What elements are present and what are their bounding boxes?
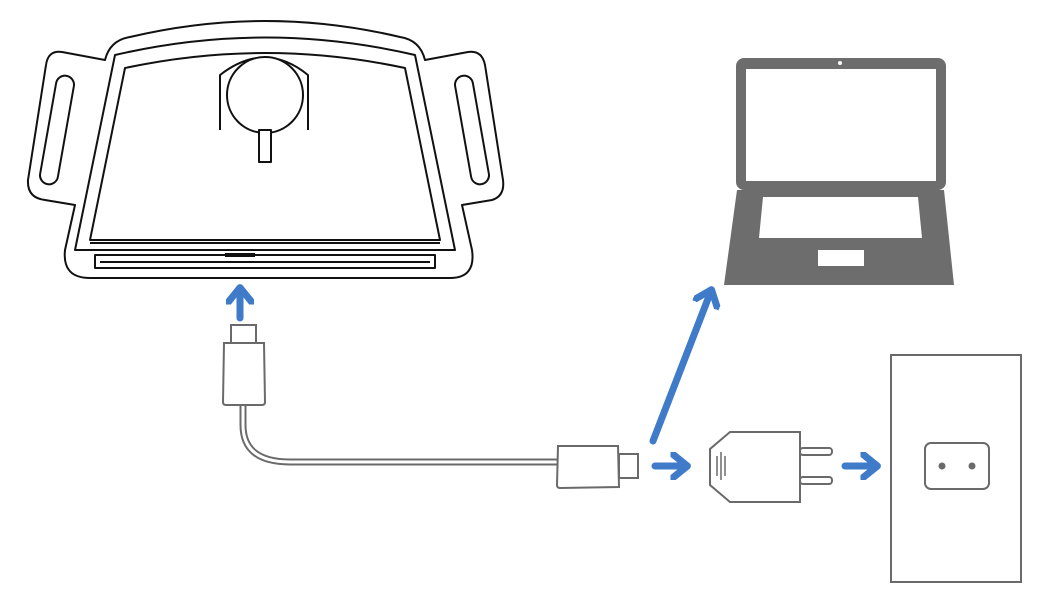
wall-outlet-icon <box>890 354 1022 583</box>
device-holder-icon <box>26 20 505 279</box>
laptop-icon <box>724 58 954 285</box>
power-adapter-icon <box>709 431 833 503</box>
usb-c-cable-icon <box>221 324 639 490</box>
connection-arrows <box>240 289 876 466</box>
arrow-to-laptop <box>649 291 711 445</box>
